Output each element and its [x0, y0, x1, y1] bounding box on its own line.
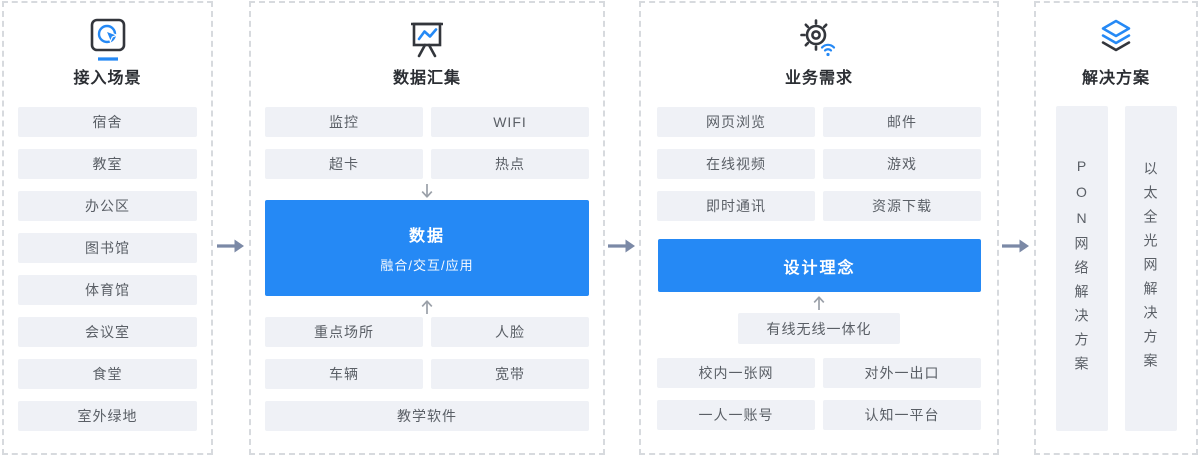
list-item: 食堂 [18, 359, 197, 389]
design-concept-title: 设计理念 [783, 259, 856, 277]
column-title: 接入场景 [73, 70, 142, 87]
column-title: 业务需求 [784, 70, 853, 87]
column-title: 数据汇集 [392, 70, 461, 87]
solution-bars: PON网络解决方案 以太全光网解决方案 [1036, 106, 1196, 431]
list-item: 有线无线一体化 [738, 313, 900, 344]
list-item: 会议室 [18, 317, 197, 347]
column-data-collection: 数据汇集 监控 WIFI 超卡 热点 数据 融合/交互/应用 重点场所 [249, 1, 605, 455]
column-header: 数据汇集 [251, 3, 603, 90]
list-item: 体育馆 [18, 275, 197, 305]
list-item: 邮件 [823, 107, 981, 137]
principles-grid: 校内一张网 对外一出口 一人一账号 认知一平台 [641, 358, 997, 430]
solution-bar-ethernet-optical: 以太全光网解决方案 [1124, 106, 1177, 431]
data-source-grid: 监控 WIFI 超卡 热点 [251, 107, 603, 179]
list-item: 车辆 [265, 359, 423, 389]
list-item: 人脸 [431, 317, 589, 347]
list-item: 宿舍 [18, 107, 197, 137]
column-header: 解决方案 [1036, 3, 1196, 90]
layers-icon [1092, 16, 1140, 64]
needs-grid: 网页浏览 邮件 在线视频 游戏 即时通讯 资源下载 [641, 107, 997, 221]
solution-bar-pon: PON网络解决方案 [1055, 106, 1108, 431]
chart-board-icon [403, 16, 451, 64]
list-item: 图书馆 [18, 233, 197, 263]
list-item: 即时通讯 [657, 191, 815, 221]
up-arrow-icon [251, 299, 603, 315]
screen-click-icon [84, 16, 132, 64]
list-item: 认知一平台 [823, 400, 981, 430]
list-item: 在线视频 [657, 149, 815, 179]
list-item: 校内一张网 [657, 358, 815, 388]
gear-wifi-icon [795, 16, 843, 64]
column-business-needs: 业务需求 网页浏览 邮件 在线视频 游戏 即时通讯 资源下载 设计理念 有线无线… [639, 1, 999, 455]
data-core-title: 数据 [408, 228, 445, 245]
scenario-list: 宿舍 教室 办公区 图书馆 体育馆 会议室 食堂 室外绿地 [4, 107, 211, 431]
down-arrow-icon [251, 183, 603, 199]
list-item: 监控 [265, 107, 423, 137]
up-arrow-icon [641, 295, 997, 311]
list-item: 热点 [431, 149, 589, 179]
solution-label: 以太全光网解决方案 [1142, 160, 1159, 377]
list-item: 教室 [18, 149, 197, 179]
solution-label: PON网络解决方案 [1073, 157, 1090, 380]
data-core-subtitle: 融合/交互/应用 [380, 258, 474, 273]
list-item: WIFI [431, 107, 589, 137]
list-item: 资源下载 [823, 191, 981, 221]
right-arrow-icon [1001, 238, 1031, 254]
right-arrow-icon [216, 238, 246, 254]
right-arrow-icon [607, 238, 637, 254]
list-item: 办公区 [18, 191, 197, 221]
list-item: 网页浏览 [657, 107, 815, 137]
list-item: 超卡 [265, 149, 423, 179]
list-item: 教学软件 [265, 401, 589, 431]
data-core-box: 数据 融合/交互/应用 [265, 200, 589, 296]
column-header: 业务需求 [641, 3, 997, 90]
list-item: 室外绿地 [18, 401, 197, 431]
data-feed-grid: 重点场所 人脸 车辆 宽带 教学软件 [251, 317, 603, 431]
column-solutions: 解决方案 PON网络解决方案 以太全光网解决方案 [1034, 1, 1198, 455]
design-concept-box: 设计理念 [658, 239, 981, 292]
column-access-scenarios: 接入场景 宿舍 教室 办公区 图书馆 体育馆 会议室 食堂 室外绿地 [2, 1, 213, 455]
list-item: 重点场所 [265, 317, 423, 347]
list-item: 一人一账号 [657, 400, 815, 430]
list-item: 对外一出口 [823, 358, 981, 388]
column-header: 接入场景 [4, 3, 211, 90]
column-title: 解决方案 [1081, 70, 1150, 87]
list-item: 宽带 [431, 359, 589, 389]
list-item: 游戏 [823, 149, 981, 179]
highlight-item-wrap: 有线无线一体化 [641, 313, 997, 344]
